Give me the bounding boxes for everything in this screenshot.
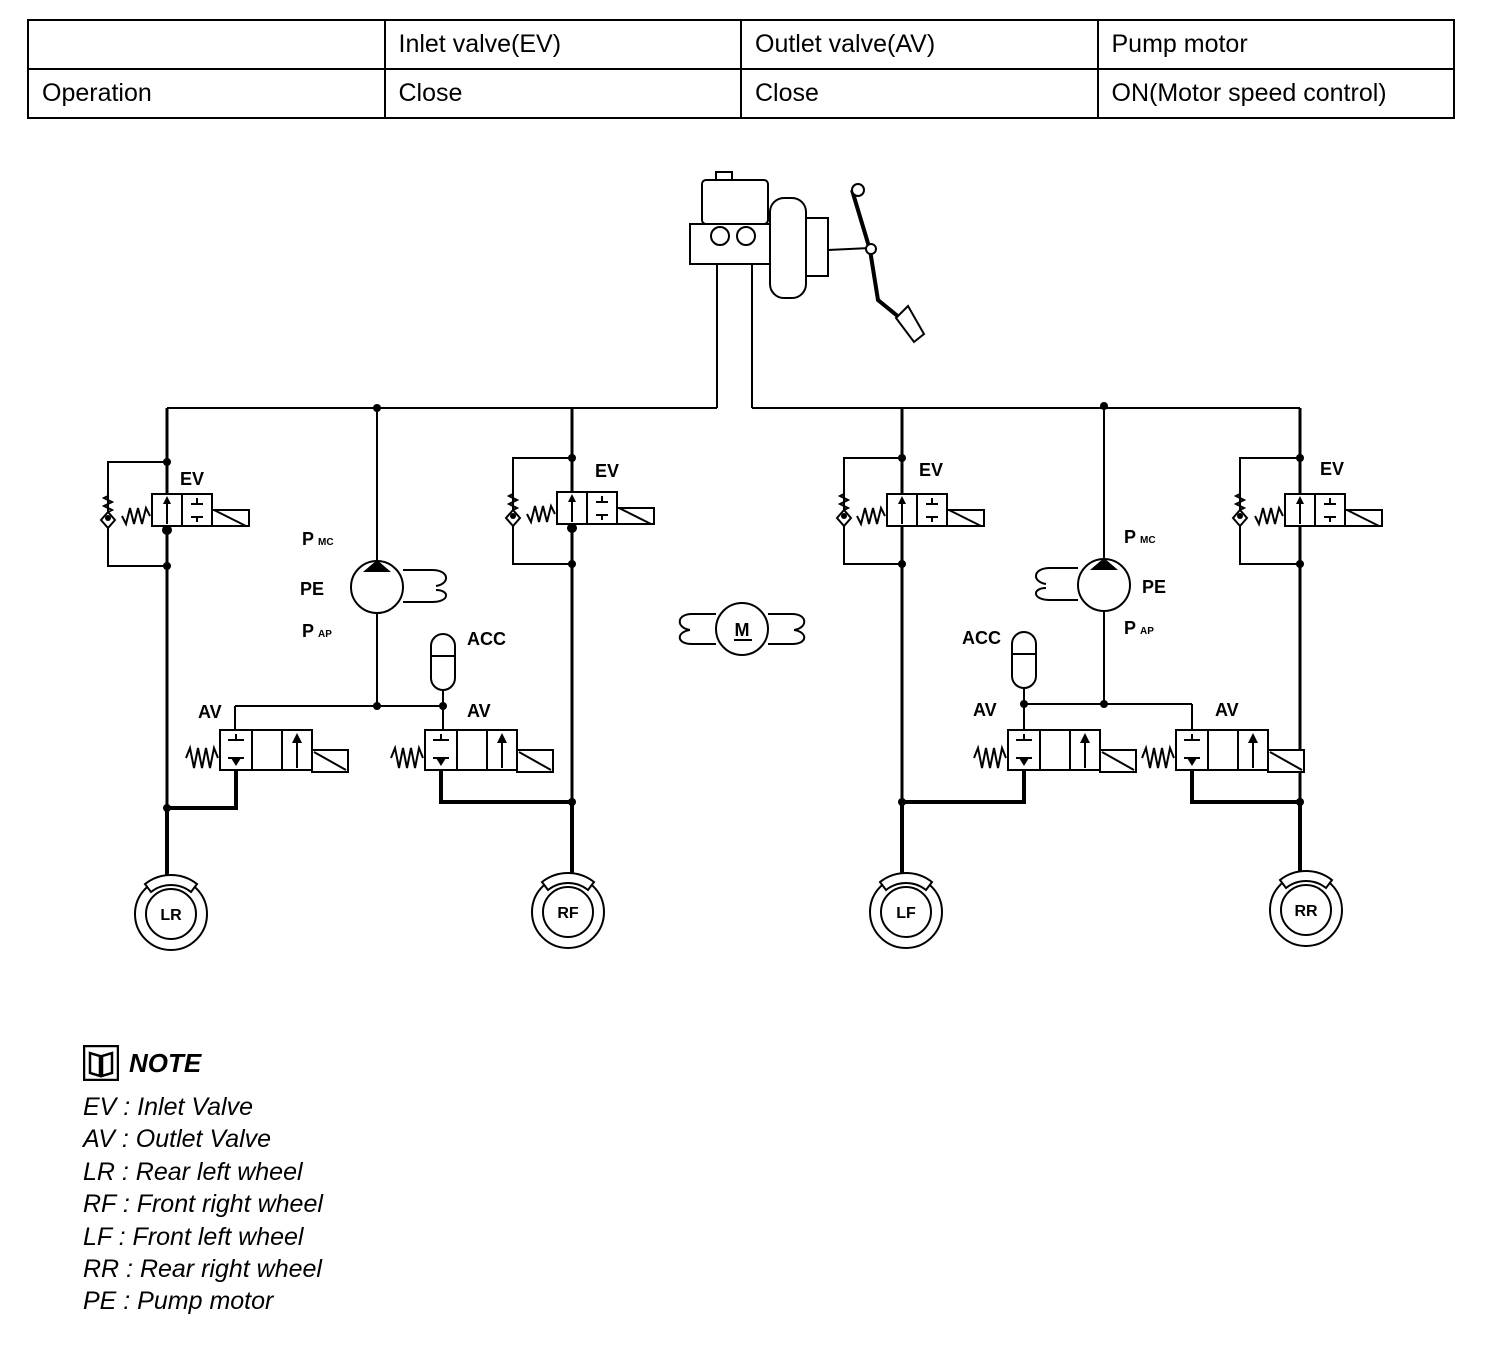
- master-cylinder: [689, 171, 926, 344]
- check-valve-lf: [836, 485, 852, 527]
- ev-label: EV: [919, 460, 943, 480]
- av-label: AV: [467, 701, 491, 721]
- ev-label: EV: [595, 461, 619, 481]
- wheel-label-lr: LR: [160, 907, 182, 924]
- table-header-cell: Outlet valve(AV): [740, 19, 1099, 70]
- inlet-valve-lf: [856, 493, 985, 527]
- wheel-label-rf: RF: [557, 905, 579, 922]
- accumulator-right: [1011, 631, 1037, 689]
- operation-table: Inlet valve(EV) Outlet valve(AV) Pump mo…: [27, 19, 1455, 119]
- accumulator-left: [430, 633, 456, 691]
- table-cell: Close: [383, 68, 742, 119]
- outlet-valve-rf: [390, 729, 554, 773]
- outlet-valve-lr: [185, 729, 349, 773]
- table-header-cell: [27, 19, 386, 70]
- wheel-label-rr: RR: [1294, 903, 1318, 920]
- table-cell: Operation: [27, 68, 386, 119]
- av-label: AV: [1215, 700, 1239, 720]
- table-header-row: Inlet valve(EV) Outlet valve(AV) Pump mo…: [27, 19, 1455, 70]
- outlet-valve-lf: [973, 729, 1137, 773]
- note-item: RR : Rear right wheel: [83, 1255, 322, 1284]
- av-label: AV: [973, 700, 997, 720]
- note-item: LR : Rear left wheel: [83, 1157, 303, 1186]
- motor-label: M: [735, 620, 750, 640]
- note-item: PE : Pump motor: [83, 1287, 274, 1316]
- check-valve-rr: [1232, 485, 1248, 527]
- note-list: EV : Inlet Valve AV : Outlet Valve LR : …: [83, 1091, 323, 1318]
- acc-label: ACC: [962, 628, 1001, 648]
- note-item: AV : Outlet Valve: [83, 1125, 272, 1154]
- inlet-valve-rf: [526, 491, 655, 525]
- check-valve-rf: [505, 485, 521, 527]
- ev-label: EV: [180, 469, 204, 489]
- note-item: LF : Front left wheel: [83, 1222, 304, 1251]
- av-label: AV: [198, 702, 222, 722]
- pump-left: [350, 560, 447, 614]
- note-section: NOTE EV : Inlet Valve AV : Outlet Valve …: [83, 1045, 323, 1318]
- inlet-valve-lr: [121, 493, 250, 527]
- acc-label: ACC: [467, 629, 506, 649]
- check-valve-lr: [100, 487, 116, 529]
- note-item: EV : Inlet Valve: [83, 1093, 253, 1121]
- pe-label: PE: [1142, 577, 1166, 597]
- note-item: RF : Front right wheel: [83, 1190, 323, 1219]
- table-header-cell: Inlet valve(EV): [383, 19, 742, 70]
- table-cell: Close: [740, 68, 1099, 119]
- junction-dots: [162, 402, 1305, 812]
- table-row: Operation Close Close ON(Motor speed con…: [27, 68, 1455, 119]
- ev-label: EV: [1320, 459, 1344, 479]
- note-header: NOTE: [83, 1045, 323, 1081]
- table-header-cell: Pump motor: [1096, 19, 1455, 70]
- outlet-valve-rr: [1141, 729, 1305, 773]
- note-title: NOTE: [129, 1047, 202, 1078]
- table-cell: ON(Motor speed control): [1096, 68, 1455, 119]
- motor: [678, 602, 806, 656]
- book-icon: [83, 1045, 119, 1081]
- pump-right: [1035, 558, 1131, 612]
- wheel-label-lf: LF: [896, 905, 916, 922]
- inlet-valve-rr: [1254, 493, 1383, 527]
- pe-label: PE: [300, 579, 324, 599]
